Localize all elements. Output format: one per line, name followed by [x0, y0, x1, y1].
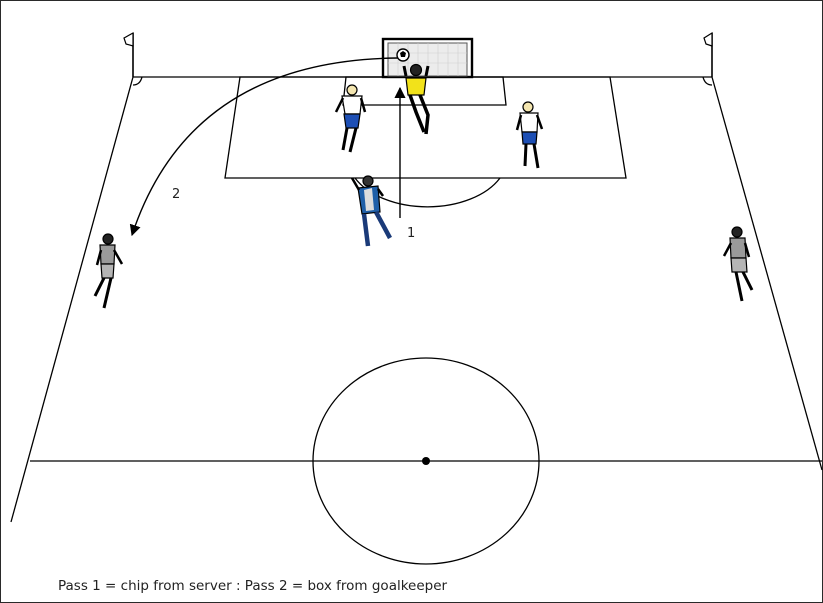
corner-arc-left	[132, 76, 143, 86]
ball	[396, 48, 410, 62]
pitch-lines	[10, 76, 823, 565]
left-touchline	[10, 76, 134, 523]
right-touchline	[711, 76, 823, 471]
defender-right-figure	[515, 101, 544, 169]
corner-flag-left	[123, 31, 134, 77]
diagram-caption: Pass 1 = chip from server : Pass 2 = box…	[58, 578, 448, 594]
pass-1-label: 1	[407, 226, 415, 241]
pass-2-arrow	[129, 57, 399, 237]
goalkeeper-figure	[402, 63, 430, 135]
centre-spot	[422, 457, 430, 465]
server-figure	[350, 175, 392, 247]
centre-circle	[312, 357, 540, 565]
pass-2-label: 2	[172, 187, 180, 202]
corner-flag-right	[703, 31, 713, 77]
winger-left-figure	[93, 233, 124, 309]
corner-arc-right	[702, 76, 713, 86]
winger-right-figure	[722, 226, 754, 302]
defender-left-figure	[334, 84, 367, 153]
